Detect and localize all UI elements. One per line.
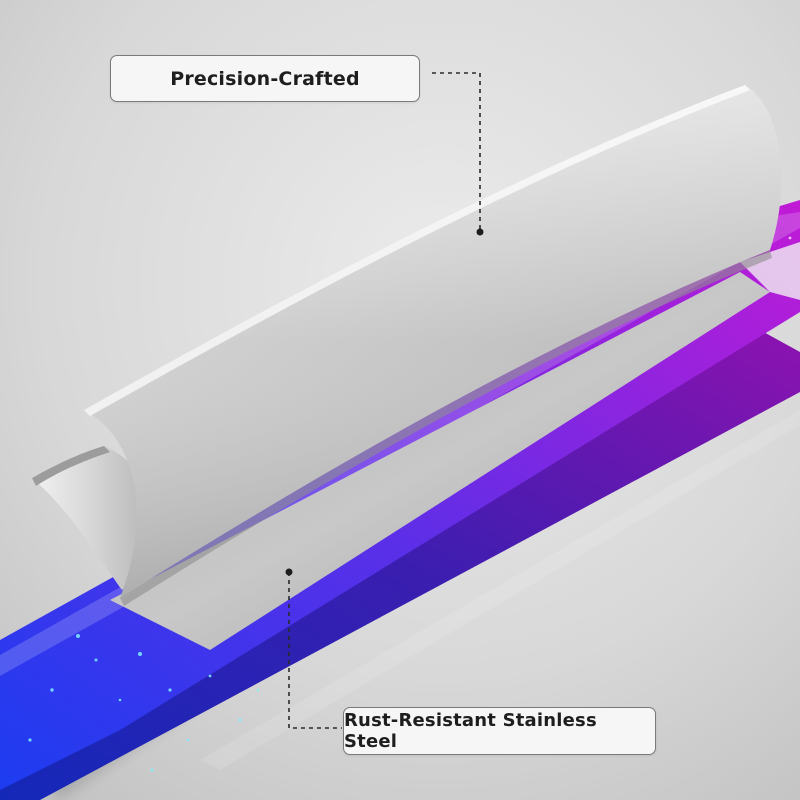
glitter-sparkles — [28, 634, 260, 772]
callout-dot-top — [476, 228, 484, 236]
steel-flat-surface — [110, 272, 770, 650]
callout-precision-crafted: Precision-Crafted — [110, 55, 420, 102]
steel-curl-edge — [32, 446, 153, 590]
leader-lines — [288, 72, 481, 729]
callout-top-label: Precision-Crafted — [170, 67, 360, 90]
callout-dot-bottom — [285, 568, 293, 576]
callout-rust-resistant: Rust-Resistant Stainless Steel — [343, 707, 656, 755]
tweezer-lower-arm — [0, 330, 800, 800]
callout-bottom-label: Rust-Resistant Stainless Steel — [344, 710, 597, 752]
